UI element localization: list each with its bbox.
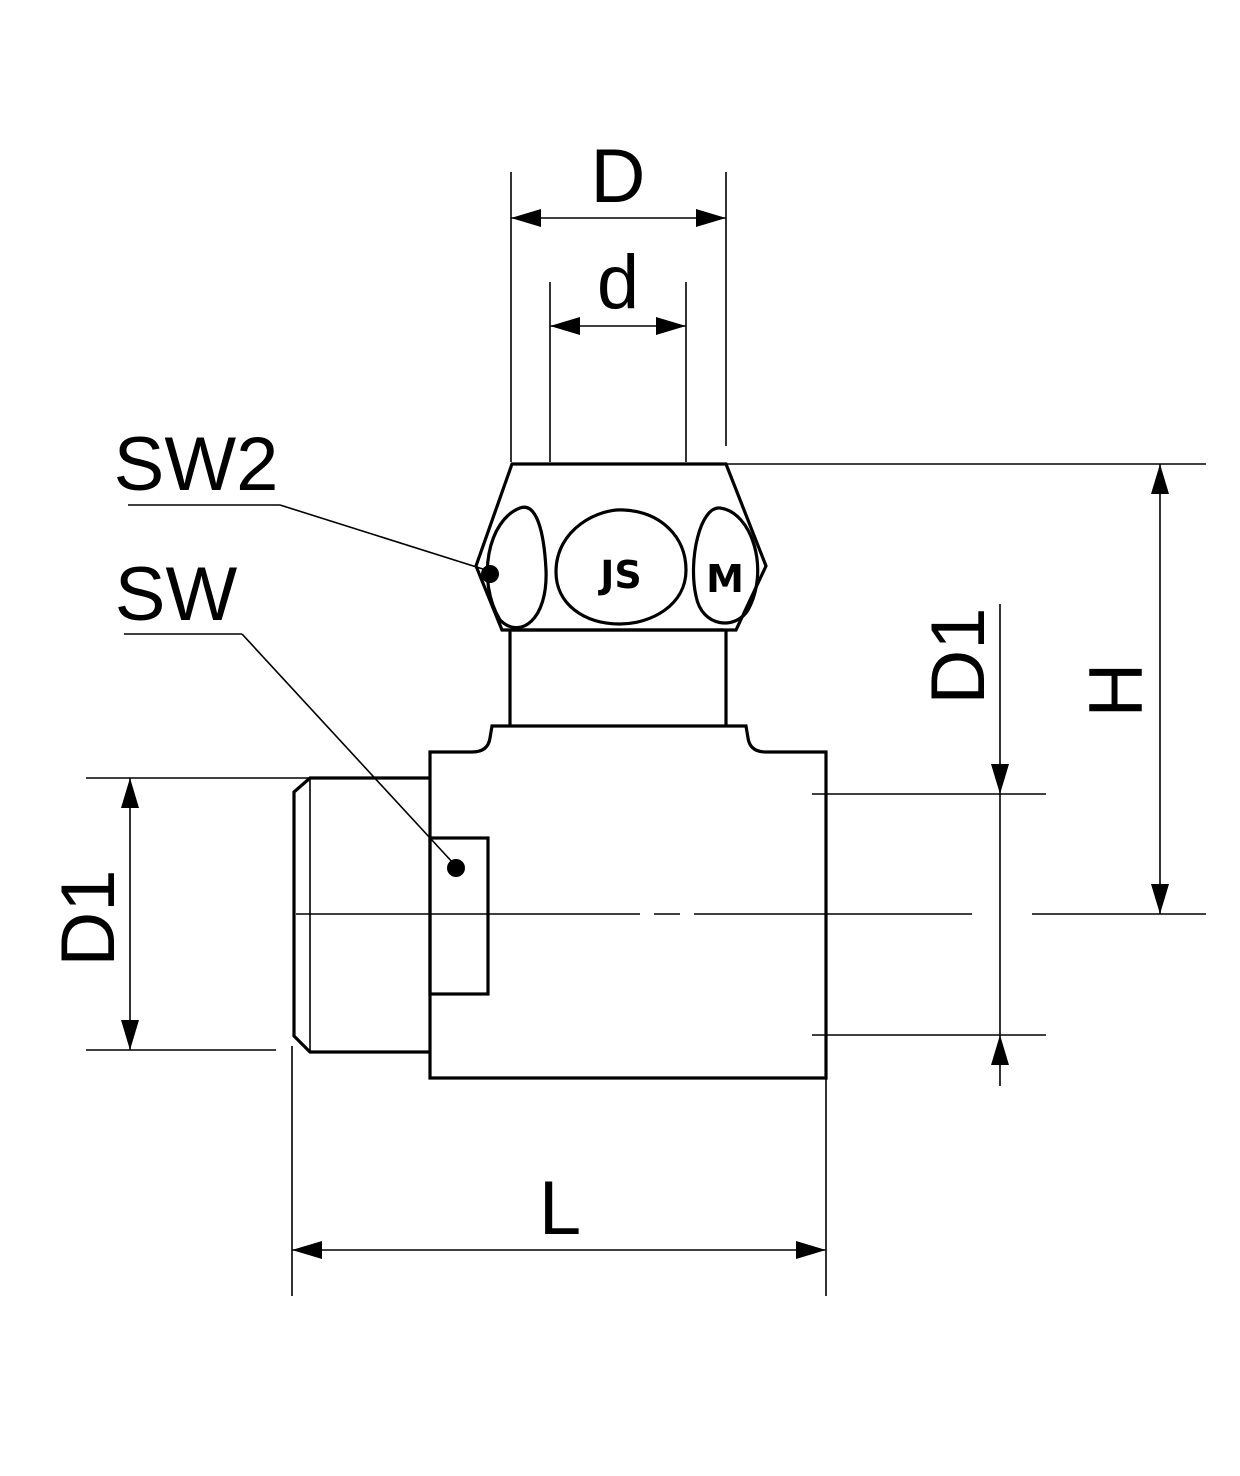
label-d: d (597, 240, 639, 325)
leader-SW: SW (115, 552, 455, 865)
label-D: D (591, 134, 646, 219)
main-body (292, 724, 828, 1080)
sw-marker-dot (447, 859, 465, 877)
label-D1-right: D1 (916, 607, 1001, 704)
label-SW2: SW2 (114, 422, 279, 507)
nut-mark-right: M (706, 557, 744, 601)
label-D1-left: D1 (46, 869, 131, 966)
sw2-marker-dot (481, 565, 499, 583)
label-SW: SW (115, 552, 238, 637)
dimension-D1-right: D1 (812, 604, 1046, 1086)
dimension-D: D (510, 134, 727, 462)
label-L: L (539, 1166, 581, 1251)
leader-SW2: SW2 (114, 422, 487, 571)
dimension-D1-left: D1 (46, 777, 310, 1051)
stem (508, 630, 728, 726)
dimension-H: H (726, 463, 1206, 914)
dimension-L: L (291, 1046, 827, 1296)
nut-mark-center: JS (597, 553, 642, 597)
label-H: H (1074, 663, 1159, 718)
hex-nut: JS M (474, 462, 768, 632)
dimension-d: d (549, 240, 687, 462)
